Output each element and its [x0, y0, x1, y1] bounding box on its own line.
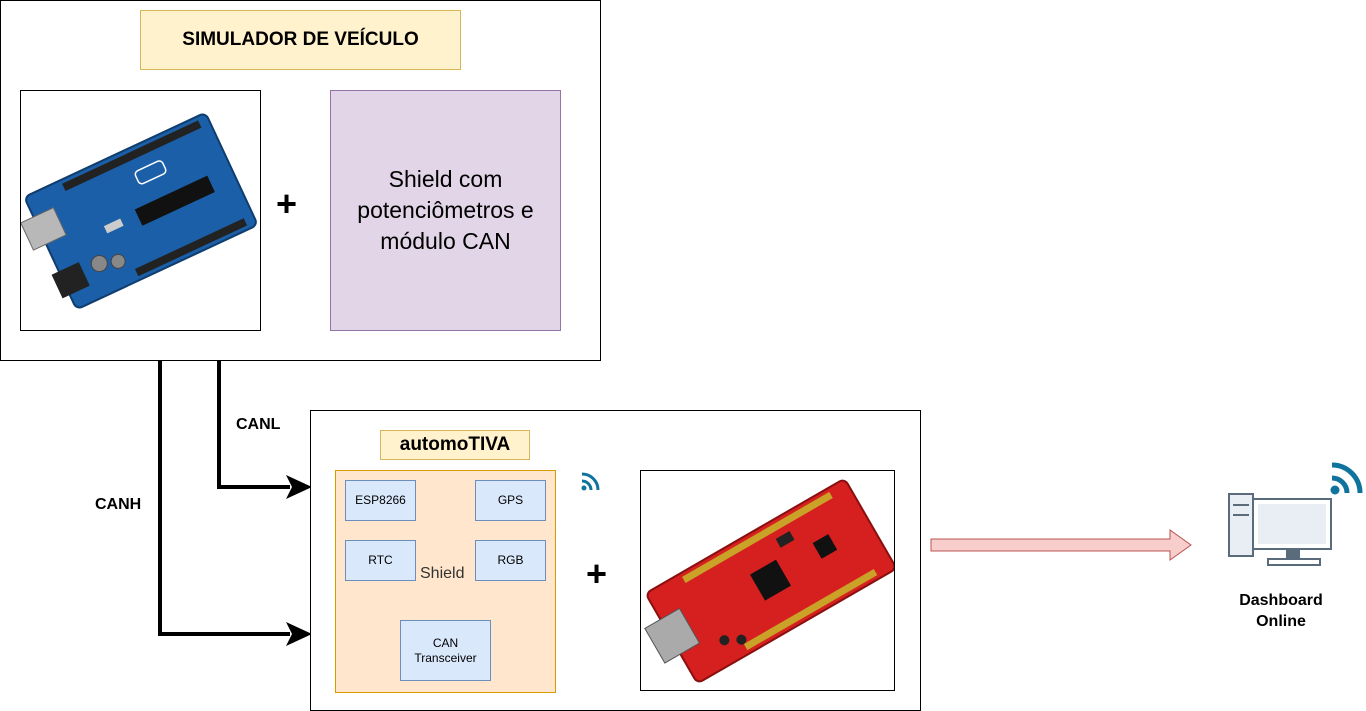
arduino-logo	[134, 160, 167, 185]
automotiva-plus-sign: +	[586, 553, 608, 594]
dashboard-label-line1: Dashboard	[1239, 592, 1323, 609]
canh-arrowhead	[286, 622, 312, 646]
tiva-header-bottom	[743, 569, 878, 651]
wifi-icon	[581, 472, 600, 491]
can-transceiver-chip: CAN Transceiver	[400, 620, 491, 681]
tiva-debug-chip	[812, 534, 838, 559]
tiva-header-top	[682, 491, 833, 583]
arduino-power-jack	[51, 262, 90, 299]
tiva-mcu	[750, 559, 791, 601]
arduino-crystal	[103, 218, 124, 234]
rgb-chip: RGB	[475, 540, 546, 581]
canl-line	[217, 360, 290, 489]
gps-chip: GPS	[475, 480, 546, 521]
canh-line	[158, 360, 290, 636]
rtc-chip: RTC	[345, 540, 416, 581]
tiva-button-1	[719, 635, 730, 646]
dashboard-label-line2: Online	[1256, 613, 1306, 630]
arduino-header-bottom	[134, 218, 248, 277]
tiva-ethernet-port	[644, 607, 701, 664]
simulator-shield-text: Shield com potenciômetros e módulo CAN	[357, 166, 534, 254]
canh-label: CANH	[95, 496, 142, 513]
tiva-jumper	[775, 531, 795, 548]
simulator-shield-box: Shield com potenciômetros e módulo CAN	[330, 90, 561, 331]
tiva-board-image	[644, 479, 896, 683]
computer-icon	[1228, 493, 1332, 566]
arduino-capacitor-2	[110, 253, 126, 269]
arduino-usb-port	[20, 207, 67, 251]
simulator-plus-sign: +	[276, 183, 298, 224]
automotiva-title: automoTIVA	[380, 430, 530, 460]
shield-label: Shield	[420, 565, 465, 582]
canl-label: CANL	[236, 416, 281, 433]
dashboard-wifi-icon	[1330, 462, 1363, 495]
dashboard-arrow	[930, 529, 1192, 561]
esp8266-chip: ESP8266	[345, 480, 416, 521]
tiva-button-2	[736, 634, 747, 645]
canl-arrowhead	[286, 475, 312, 499]
dashboard-label: Dashboard Online	[1221, 590, 1341, 632]
arduino-chip	[134, 175, 215, 226]
simulator-title: SIMULADOR DE VEÍCULO	[140, 10, 461, 70]
arduino-image-frame	[20, 90, 261, 331]
arduino-header-top	[62, 120, 202, 192]
tiva-image-frame	[640, 470, 896, 691]
arduino-capacitor-1	[90, 255, 108, 273]
arduino-board-image	[20, 113, 257, 309]
